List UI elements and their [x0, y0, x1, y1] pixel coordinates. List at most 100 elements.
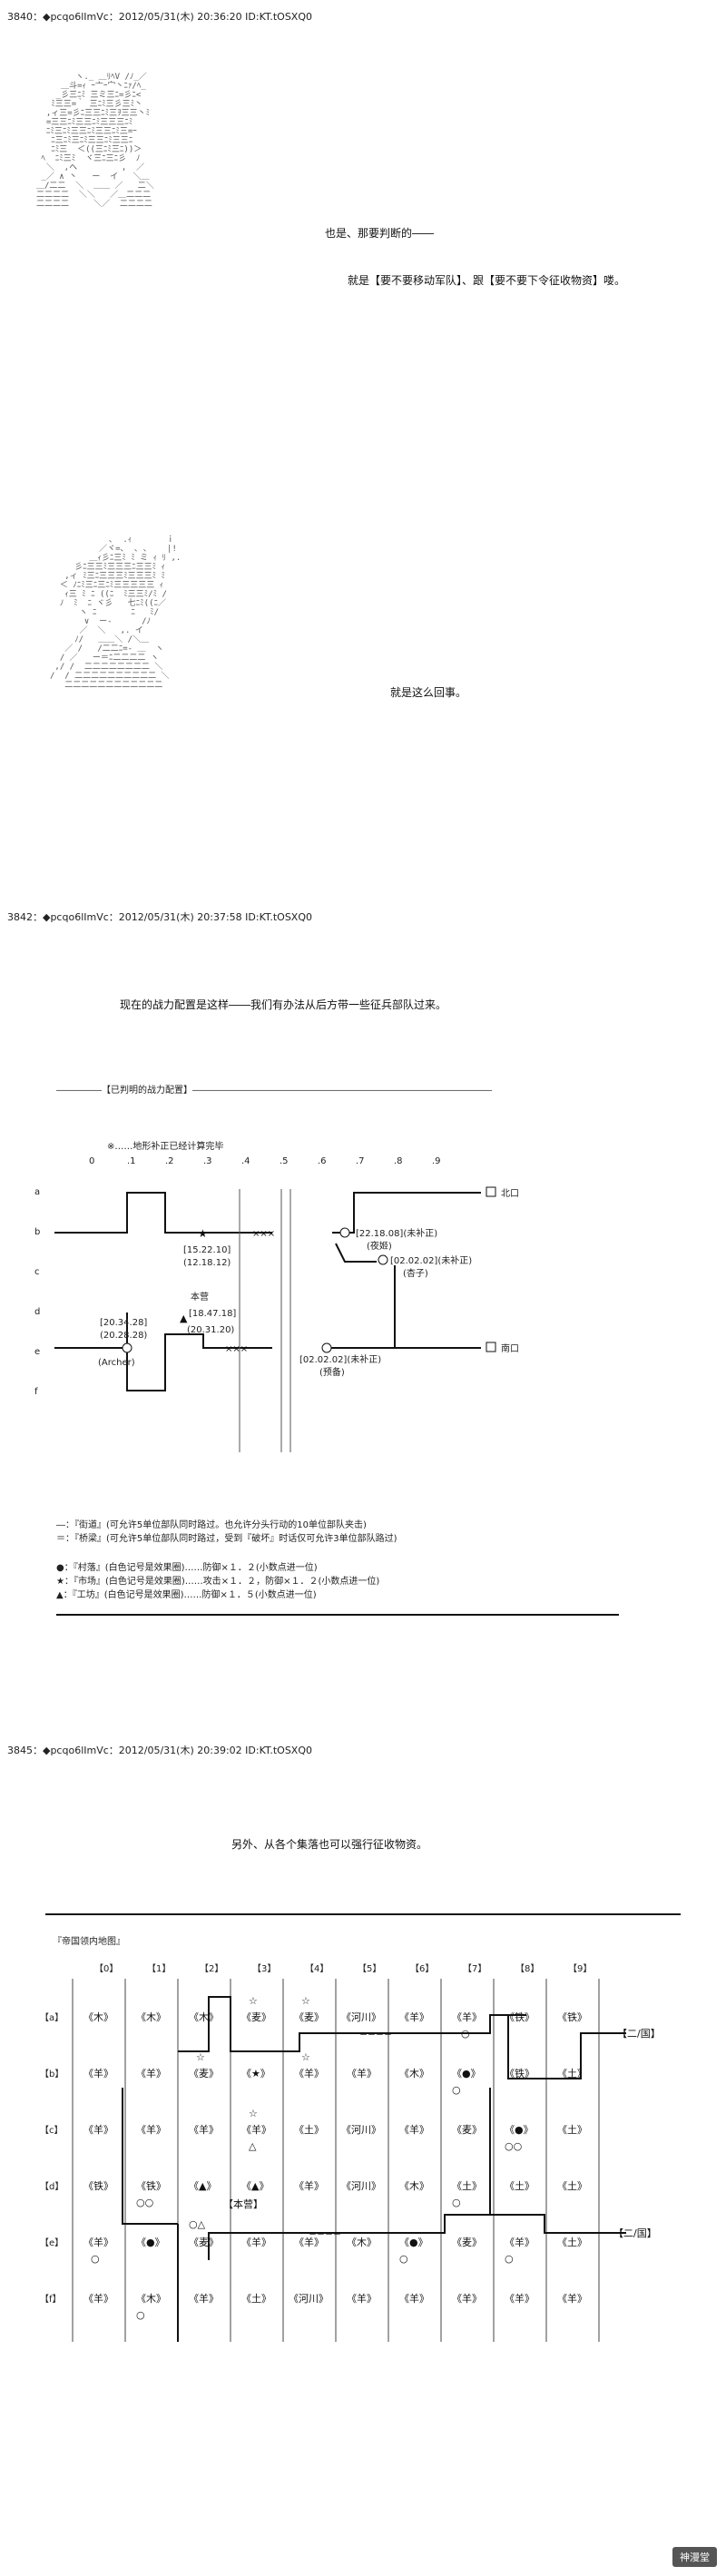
col-label: .4 — [241, 1156, 250, 1166]
markers: ★ ××× ××× ▲ — [122, 1186, 496, 1354]
dialogue-line: 现在的战力配置是这样――我们有办法从后方带一些征兵部队过来。 — [120, 998, 447, 1011]
ascii-art-figure: ､ .ｨ ｉ ／ヾ=､ ､ ､ |! ＿ｨ彡ﾆ三ﾐ ﾐ ミ ｨ ﾘ ,. 彡ﾆ三… — [50, 536, 182, 690]
unit-value: [20.34.28] — [100, 1318, 147, 1328]
col-label: .9 — [432, 1156, 441, 1166]
unit-value: (20.28.28) — [100, 1331, 147, 1341]
cell: 《羊》 — [452, 2292, 482, 2305]
circle-outline-icon: ○○ — [505, 2140, 522, 2152]
cell: 《★》 — [241, 2068, 270, 2079]
territory-map-title: 『帝国领内地图』 — [53, 1937, 125, 1947]
unit-name: (杏子) — [403, 1267, 428, 1279]
force-map-title: ―――――【已判明的战力配置】―――――――――――――――――――――――――… — [56, 1086, 492, 1096]
village-circle-icon — [321, 1342, 332, 1353]
north-gate-label: 北口 — [501, 1188, 519, 1199]
col-label: 【0】 — [94, 1963, 118, 1974]
col-label: .2 — [165, 1156, 174, 1166]
territory-marks: ☆ ☆ ☆ ☆ ☆ △ ○ ○ ○○ ○ ○○ ○ ○ ○ ○ ○△ ＝＝＝＝ … — [91, 1995, 661, 2321]
unit-value: [15.22.10] — [183, 1245, 231, 1255]
col-label: 0 — [89, 1156, 94, 1166]
bridge-icon: ＝＝＝＝ — [359, 2030, 392, 2040]
cell: 《羊》 — [136, 2067, 166, 2079]
unit-name: (夜姬) — [367, 1240, 392, 1252]
cell: 《铁》 — [505, 2011, 535, 2023]
unit-name: (Archer) — [98, 1358, 135, 1368]
unit-value: [18.47.18] — [189, 1309, 236, 1319]
cell: 《麦》 — [452, 2237, 482, 2248]
row-label: 【e】 — [40, 2237, 64, 2248]
circle-outline-icon: ○ — [399, 2253, 408, 2265]
legend-item: ＝：『桥梁』(可允许5单位部队同时路过，受到『破坏』时话仅可允许3单位部队路过) — [56, 1534, 397, 1544]
cell: 《羊》 — [557, 2292, 587, 2305]
south-gate-icon — [486, 1342, 496, 1352]
col-label: 【3】 — [252, 1963, 276, 1974]
unit-value: [22.18.08](未补正) — [356, 1227, 437, 1239]
row-b: 《羊》 《羊》 《麦》 《★》 《羊》 《羊》 《木》 《●》 《铁》 《土》 — [83, 2067, 587, 2079]
bridge-icon: ＝＝＝＝ — [309, 2230, 341, 2239]
col-label: .6 — [318, 1156, 327, 1166]
cell: 《铁》 — [505, 2068, 535, 2079]
cell: 《羊》 — [241, 2123, 271, 2136]
row-label: 【a】 — [40, 2012, 64, 2023]
star-outline-icon: ☆ — [196, 2051, 205, 2063]
post-header: 3845：◆pcqo6lImVc：2012/05/31(木) 20:39:02 … — [7, 1745, 312, 1756]
star-outline-icon: ☆ — [249, 1995, 258, 2007]
cell: 《羊》 — [294, 2236, 324, 2248]
south-gate-label: 南口 — [501, 1342, 519, 1354]
village-circle-icon — [339, 1227, 350, 1238]
cell: 《麦》 — [452, 2124, 482, 2136]
unit-value: [02.02.02](未补正) — [299, 1353, 381, 1365]
col-label: 【6】 — [410, 1963, 434, 1974]
cell: 《铁》 — [136, 2180, 166, 2192]
cell: 《土》 — [452, 2180, 482, 2192]
col-label: 【9】 — [568, 1963, 592, 1974]
divider — [45, 1913, 681, 1915]
market-star-icon: ★ — [198, 1227, 208, 1240]
row-e: 《羊》 《●》 《麦》 《羊》 《羊》 《木》 《●》 《麦》 《羊》 《土》 — [83, 2236, 587, 2248]
cell: 《木》 — [347, 2237, 377, 2248]
row-d: 《铁》 《铁》 《▲》 《▲》 《羊》 《河川》 《木》 《土》 《土》 《土》 — [83, 2179, 587, 2192]
col-label: .8 — [394, 1156, 403, 1166]
cell: 《羊》 — [136, 2123, 166, 2136]
watermark: 神漫堂 — [672, 2547, 717, 2567]
gate-label: 【二/国】 — [617, 2028, 661, 2040]
circle-outline-icon: ○ — [505, 2253, 514, 2265]
cell: 《●》 — [505, 2124, 534, 2136]
cell: 《木》 — [83, 2011, 113, 2023]
crossing-x-icon: ××× — [225, 1344, 248, 1354]
row-label: 【c】 — [40, 2125, 64, 2136]
row-label: 【d】 — [40, 2181, 64, 2192]
row-label: b — [34, 1227, 40, 1237]
cell: 《河川》 — [341, 2011, 381, 2023]
territory-column-labels: 【0】 【1】 【2】 【3】 【4】 【5】 【6】 【7】 【8】 【9】 — [94, 1963, 592, 1974]
territory-row-labels: 【a】 【b】 【c】 【d】 【e】 【f】 — [40, 2012, 64, 2305]
ascii-art-figure: ヽ._ ＿ﾘﾍV /ﾉ_／ ＿斗=ｨ ｰ亠ｰ宀丶ﾆｧ/ﾍ_ _彡三ﾆﾐ 三ミ三ﾆ… — [36, 73, 154, 209]
cell: 《羊》 — [399, 2011, 429, 2023]
cell: 《羊》 — [294, 2067, 324, 2079]
cell: 《▲》 — [189, 2180, 216, 2192]
triangle-outline-icon: △ — [249, 2140, 257, 2152]
circle-outline-icon: ○ — [452, 2197, 461, 2208]
unit-name: 本营 — [191, 1291, 209, 1303]
dialogue-line: 也是、那要判断的―― — [325, 227, 435, 240]
row-label: c — [34, 1267, 40, 1277]
cell: 《土》 — [557, 2180, 587, 2192]
legend-item: ―：『街道』(可允许5单位部队同时路过。也允许分头行动的10单位部队夹击) — [56, 1520, 367, 1530]
col-label: 【8】 — [515, 1963, 539, 1974]
cell: 《土》 — [557, 2237, 587, 2248]
cell: 《羊》 — [347, 2292, 377, 2305]
row-f: 《羊》 《木》 《羊》 《土》 《河川》 《羊》 《羊》 《羊》 《羊》 《羊》 — [83, 2292, 587, 2305]
territory-roads — [122, 1996, 626, 2342]
col-label: .5 — [280, 1156, 289, 1166]
row-labels: a b c d e f — [34, 1187, 40, 1397]
cell: 《麦》 — [294, 2011, 324, 2023]
row-label: 【b】 — [40, 2069, 64, 2079]
territory-map: 【0】 【1】 【2】 【3】 【4】 【5】 【6】 【7】 【8】 【9】 … — [40, 1963, 661, 2342]
circle-outline-icon: ○ — [136, 2309, 145, 2321]
cell: 《羊》 — [83, 2067, 113, 2079]
triangle-outline-icon: ○△ — [189, 2218, 206, 2230]
col-label: .3 — [203, 1156, 212, 1166]
dialogue-line: 就是这么回事。 — [390, 686, 467, 699]
row-label: a — [34, 1187, 40, 1197]
north-gate-icon — [486, 1186, 496, 1197]
col-label: .7 — [356, 1156, 365, 1166]
